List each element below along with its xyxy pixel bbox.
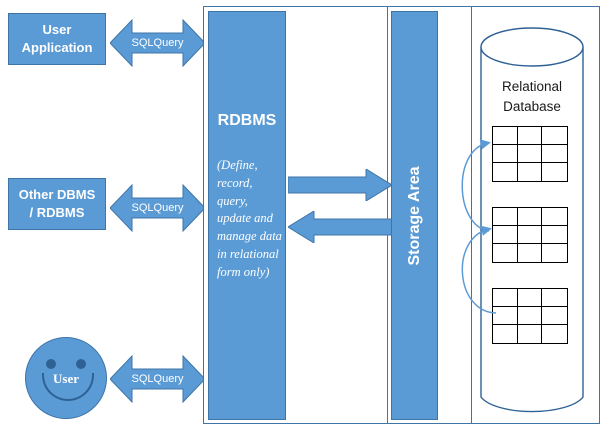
user-label: User [53,371,79,386]
table-cell [542,307,567,325]
table-cell [493,127,518,145]
sql-query-connector-2[interactable]: SQLQuery [110,179,205,237]
sql-query-connector-1[interactable]: SQLQuery [110,14,205,72]
rdbms-box[interactable]: RDBMS (Define, record, query, update and… [208,11,286,420]
rdbms-title: RDBMS [217,112,277,129]
table-cell [517,145,543,163]
table-cell [493,289,518,307]
table-cell [517,307,543,325]
storage-area-box[interactable]: Storage Area [391,11,438,420]
table-cell [518,244,543,262]
table-cell [493,244,518,262]
other-dbms-label-line1: Other DBMS [18,187,96,203]
table-cell [493,163,518,181]
table-cell [542,145,567,163]
table-cell [542,163,567,181]
smiley-right-eye-icon [76,359,86,369]
table-cell [493,208,518,226]
storage-area-label: Storage Area [405,166,423,265]
user-application-box[interactable]: User Application [8,13,106,65]
relational-database-title-line2: Database [503,99,561,115]
sql-query-label-3: SQLQuery [131,373,184,385]
double-arrow-horizontal-icon [110,18,205,68]
table-cell [493,325,518,343]
table-cell [517,226,543,244]
table-cell [518,163,543,181]
sql-query-connector-3[interactable]: SQLQuery [110,350,205,408]
double-arrow-horizontal-icon [110,183,205,233]
table-cell [517,208,543,226]
table-cell [542,208,567,226]
smiley-left-eye-icon [46,359,56,369]
flow-arrow-rdbms-to-storage [287,168,393,206]
table-cell [542,325,567,343]
table-cell [542,127,567,145]
table-cell [517,127,543,145]
table-row[interactable] [492,288,568,344]
sql-query-label-2: SQLQuery [131,202,184,214]
table-cell [493,226,518,244]
arrow-left-icon [287,210,393,244]
arrow-right-icon [287,168,393,202]
table-cell [493,145,518,163]
user-smiley-icon[interactable]: User [25,337,107,419]
user-application-label-line2: Application [21,40,93,55]
divider-rdbms-storage [387,7,388,423]
flow-arrow-storage-to-rdbms [287,210,393,248]
sql-query-label-1: SQLQuery [131,37,184,49]
divider-storage-database [471,7,472,423]
user-application-label: User Application [22,21,93,56]
table-row[interactable] [492,207,568,263]
table-cell [542,244,567,262]
table-cell [542,226,567,244]
other-dbms-box[interactable]: Other DBMS / RDBMS [8,178,106,230]
relational-database-title: Relational Database [479,77,585,118]
table-cell [493,307,518,325]
table-cell [518,325,543,343]
table-row[interactable] [492,126,568,182]
relational-database-title-line1: Relational [501,79,563,94]
other-dbms-label-line2: / RDBMS [29,205,85,220]
table-cell [517,289,543,307]
rdbms-description: (Define, record, query, update and manag… [217,158,282,279]
double-arrow-horizontal-icon [110,354,205,404]
table-cell [542,289,567,307]
other-dbms-label: Other DBMS / RDBMS [19,186,96,221]
user-application-label-line1: User [42,22,72,38]
